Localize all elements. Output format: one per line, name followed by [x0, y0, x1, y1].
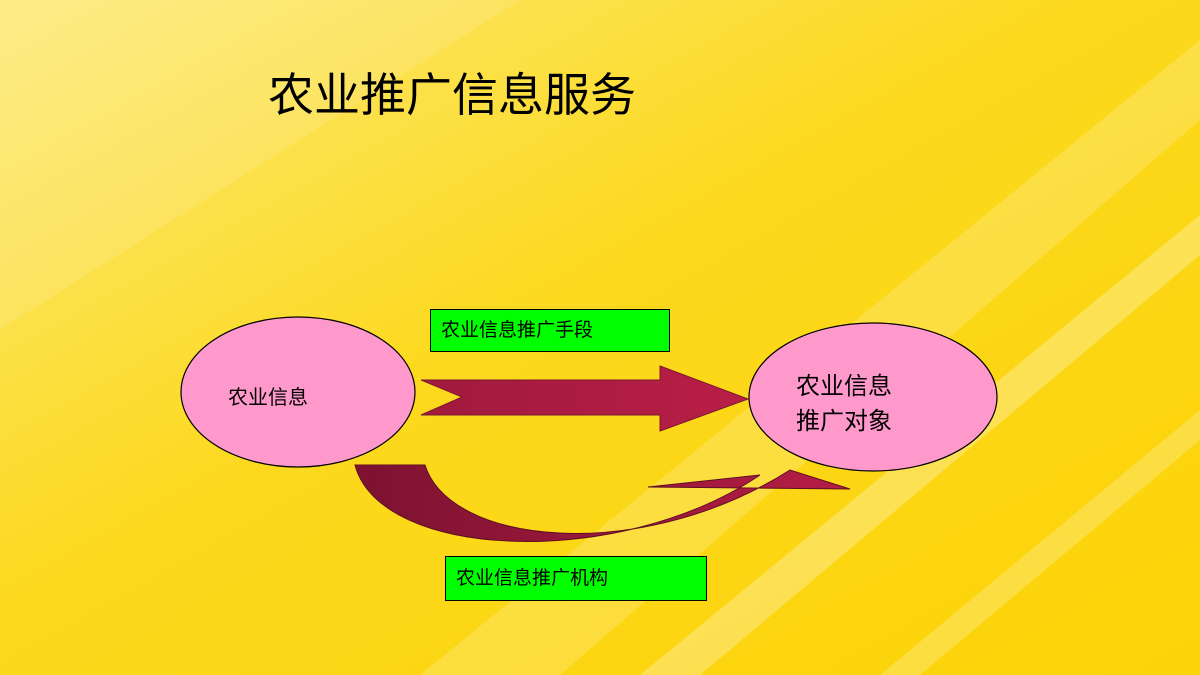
organization-label-box: 农业信息推广机构 — [445, 556, 707, 601]
target-node-line1: 农业信息 — [796, 372, 892, 400]
target-node-ellipse — [748, 322, 998, 472]
light-streak — [0, 0, 520, 330]
means-arrow — [420, 365, 750, 432]
light-streak — [880, 410, 1200, 675]
source-node-ellipse — [180, 316, 416, 468]
slide-title: 农业推广信息服务 — [268, 68, 636, 122]
source-node-label: 农业信息 — [228, 385, 308, 409]
organization-curved-arrow — [354, 464, 851, 542]
means-label-box: 农业信息推广手段 — [430, 309, 670, 352]
target-node-line2: 推广对象 — [796, 406, 892, 435]
target-node-label: 农业信息 推广对象 — [796, 369, 892, 439]
